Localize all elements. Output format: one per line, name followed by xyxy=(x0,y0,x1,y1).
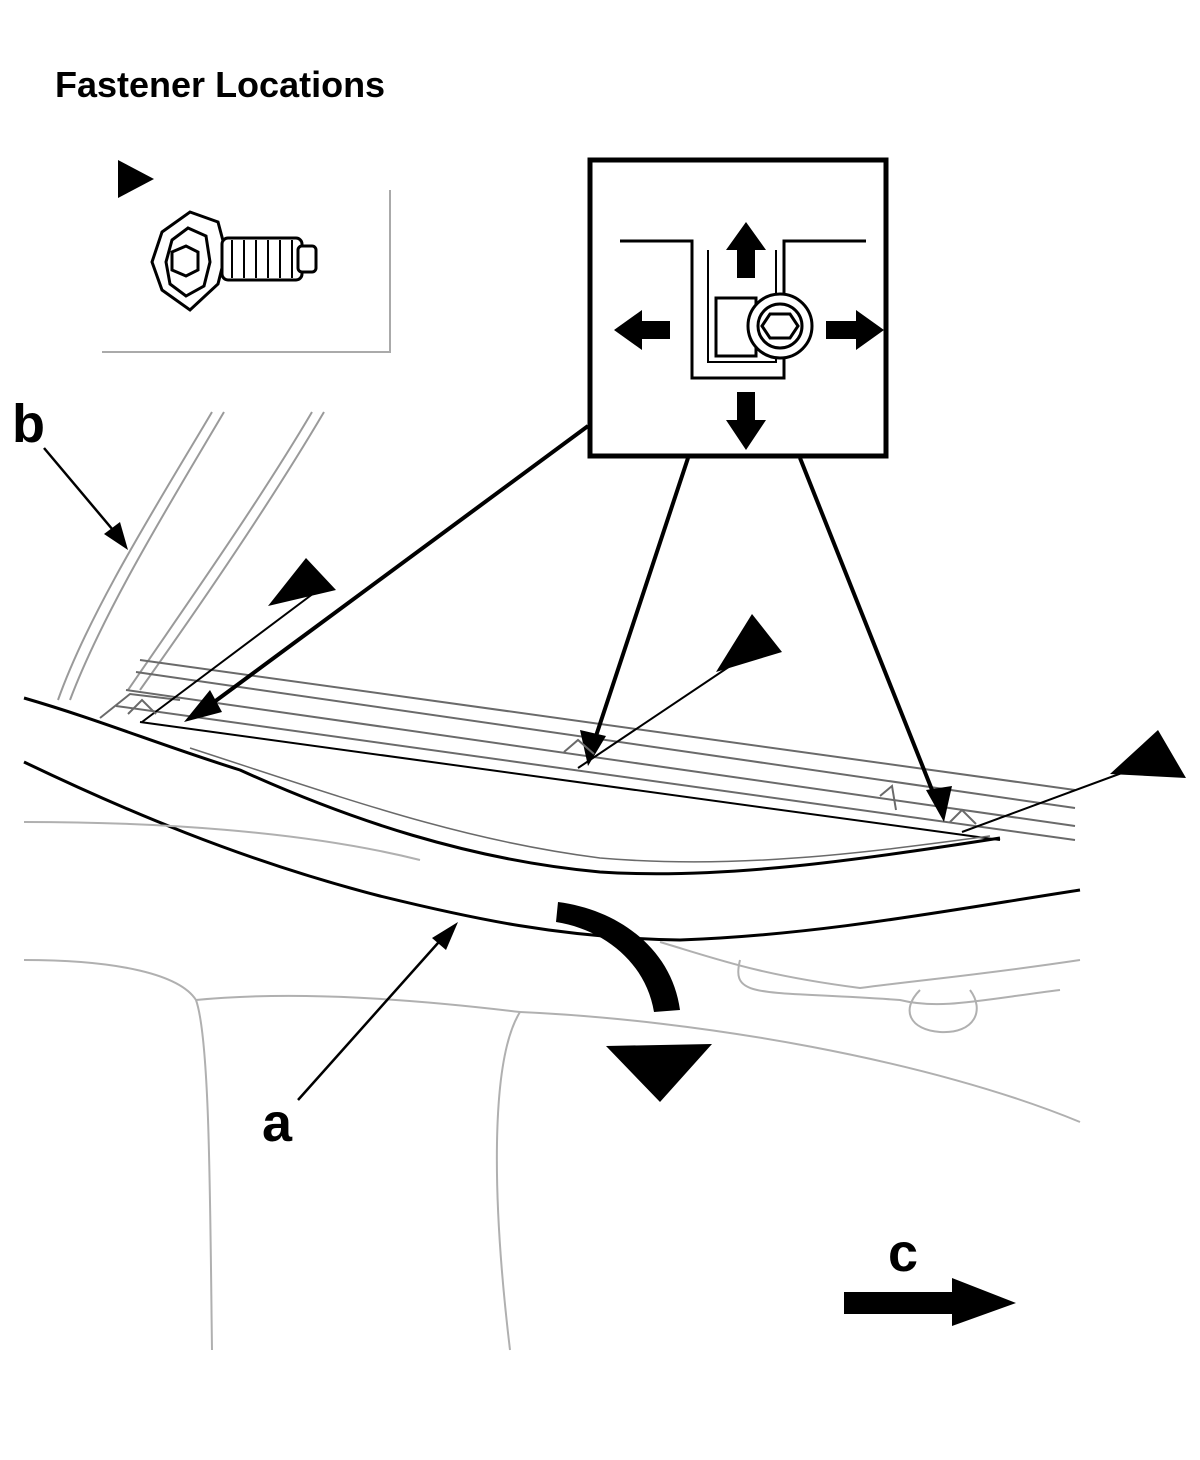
arrow-left-icon xyxy=(614,310,670,350)
clip-leader-2 xyxy=(592,457,690,743)
clip-leader-1 xyxy=(204,424,590,710)
bolt-marker-triangle-icon xyxy=(1110,730,1186,778)
flange-bolt-icon xyxy=(150,210,318,312)
legend xyxy=(102,160,391,353)
clip-icon xyxy=(714,292,814,360)
headliner-rail xyxy=(99,659,1076,841)
legend-frame xyxy=(102,190,391,353)
clip-leader-3 xyxy=(798,457,942,811)
detail-inset xyxy=(587,157,889,459)
arrow-up-icon xyxy=(726,222,766,278)
interior-background xyxy=(23,821,1081,1351)
callout-leader-a xyxy=(297,933,447,1101)
callout-leaders xyxy=(43,447,458,1101)
bolt-marker-triangle-icon xyxy=(268,558,336,606)
pillar-b xyxy=(57,411,325,701)
legend-triangle-icon xyxy=(118,160,154,198)
arrowhead-icon xyxy=(184,690,222,722)
arrow-right-icon xyxy=(826,310,884,350)
curved-down-arrow-icon xyxy=(556,902,712,1102)
clip-leaders xyxy=(204,424,942,811)
release-arrow-icons xyxy=(614,222,884,450)
arrowhead-icon xyxy=(104,522,128,550)
callout-label-c: c xyxy=(888,1223,919,1283)
arrow-down-icon xyxy=(726,392,766,450)
diagram-title: Fastener Locations xyxy=(55,64,386,105)
arrowhead-icon xyxy=(926,786,952,822)
clip-slot-outline xyxy=(620,239,866,380)
callout-label-b: b xyxy=(12,394,45,454)
bolt-seat-icon xyxy=(127,698,977,825)
arrowhead-icon xyxy=(432,922,458,950)
callout-label-a: a xyxy=(262,1093,293,1153)
bolt-marker-triangle-icon xyxy=(716,614,782,672)
trim-panel-a xyxy=(23,696,1081,942)
arrowhead-icon xyxy=(580,730,606,766)
callout-leader-b xyxy=(43,447,119,537)
right-arrow-icon xyxy=(844,1278,1016,1326)
bolt-markers xyxy=(127,558,1186,833)
clip-leader-arrowheads xyxy=(184,690,952,822)
